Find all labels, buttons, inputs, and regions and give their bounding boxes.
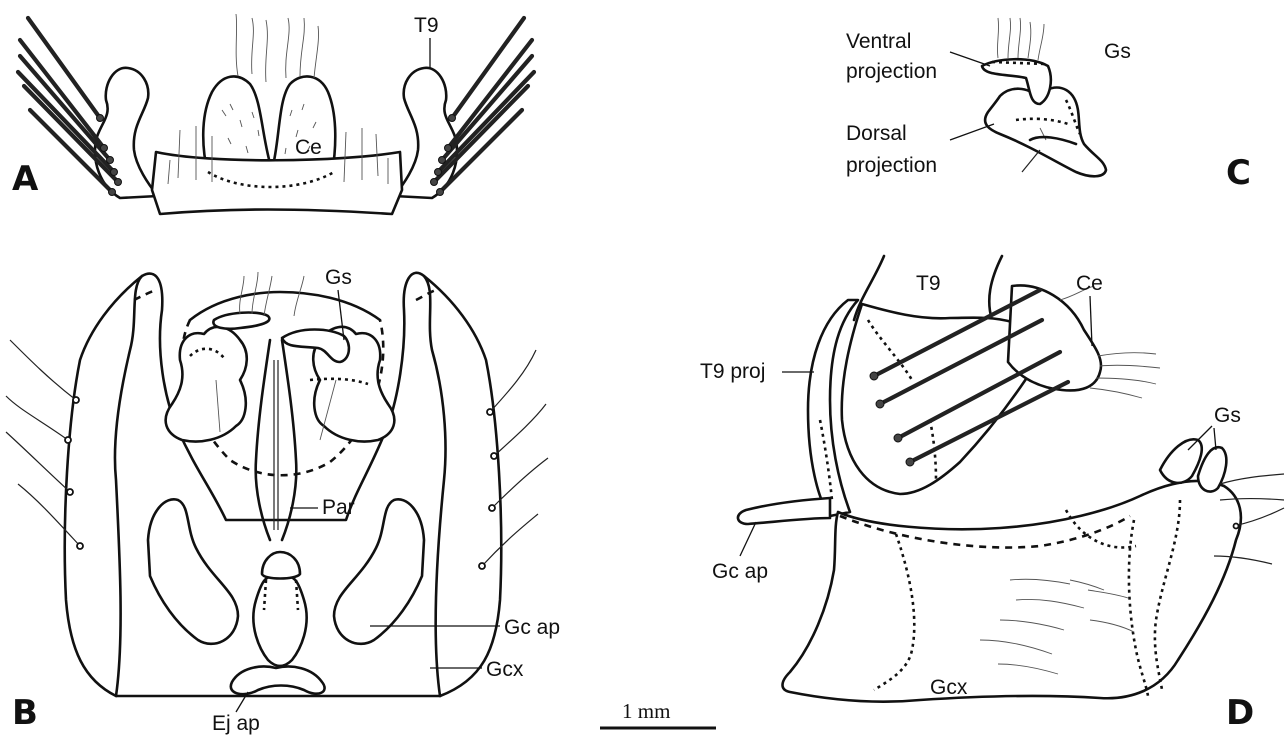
panel-a: T9 Ce A: [12, 14, 534, 214]
panel-b: Gs Par Gc ap Gcx Ej ap B: [6, 266, 560, 735]
panel-a-label-t9: T9: [414, 14, 439, 37]
panel-c: Ventral projection Dorsal projection Gs …: [846, 18, 1251, 193]
panel-b-setae-left: [6, 340, 83, 549]
panel-b-ventral-proj-left: [213, 313, 269, 329]
panel-a-letter: A: [12, 159, 39, 199]
panel-d: T9 Ce T9 proj Gs Gc ap Gcx D: [700, 256, 1284, 733]
panel-b-label-gc-ap: Gc ap: [504, 616, 560, 639]
panel-b-label-gcx: Gcx: [486, 658, 524, 681]
panel-c-label-dorsal-2: projection: [846, 154, 937, 177]
panel-d-label-gs: Gs: [1214, 404, 1241, 427]
panel-b-paramere-left: [256, 340, 270, 540]
panel-b-gonocoxite-outline: [115, 273, 446, 696]
panel-c-leader-ventral: [950, 52, 990, 66]
panel-b-letter: B: [12, 693, 38, 733]
panel-d-label-gc-ap: Gc ap: [712, 560, 768, 583]
panel-a-t9-left: [95, 68, 158, 198]
panel-c-label-ventral-2: projection: [846, 60, 937, 83]
panel-c-leader-dorsal: [950, 124, 994, 140]
panel-c-seta-down: [1022, 150, 1040, 172]
panel-c-label-gs: Gs: [1104, 40, 1131, 63]
panel-d-t9-plate: [842, 304, 1034, 494]
panel-b-aedeagus: [274, 360, 278, 530]
panel-d-gonostylus-1: [1160, 439, 1202, 483]
scale-bar: 1 mm: [600, 699, 716, 728]
panel-b-label-gs: Gs: [325, 266, 352, 289]
panel-c-label-ventral-1: Ventral: [846, 30, 911, 53]
panel-d-label-ce: Ce: [1076, 272, 1103, 295]
panel-d-gc-apodeme: [738, 498, 830, 524]
panel-d-leader-gc-ap: [740, 522, 756, 556]
panel-d-gonocoxite: [783, 481, 1241, 702]
panel-a-t9-right: [394, 68, 457, 198]
panel-b-paramere-right: [282, 340, 296, 540]
panel-a-tergum-band: [152, 152, 402, 214]
scale-bar-label: 1 mm: [622, 699, 670, 723]
panel-b-label-ej-ap: Ej ap: [212, 712, 260, 735]
panel-a-label-ce: Ce: [295, 136, 322, 159]
panel-d-letter: D: [1226, 693, 1254, 733]
panel-b-inner-oval: [190, 292, 380, 320]
panel-c-label-dorsal-1: Dorsal: [846, 122, 907, 145]
panel-b-gonostylus-left: [166, 327, 247, 442]
panel-c-letter: C: [1226, 153, 1251, 193]
panel-d-label-t9: T9: [916, 272, 941, 295]
panel-d-label-t9-proj: T9 proj: [700, 360, 765, 383]
panel-b-label-par: Par: [322, 496, 355, 519]
panel-a-spines-right: [431, 18, 535, 196]
panel-d-label-gcx: Gcx: [930, 676, 968, 699]
